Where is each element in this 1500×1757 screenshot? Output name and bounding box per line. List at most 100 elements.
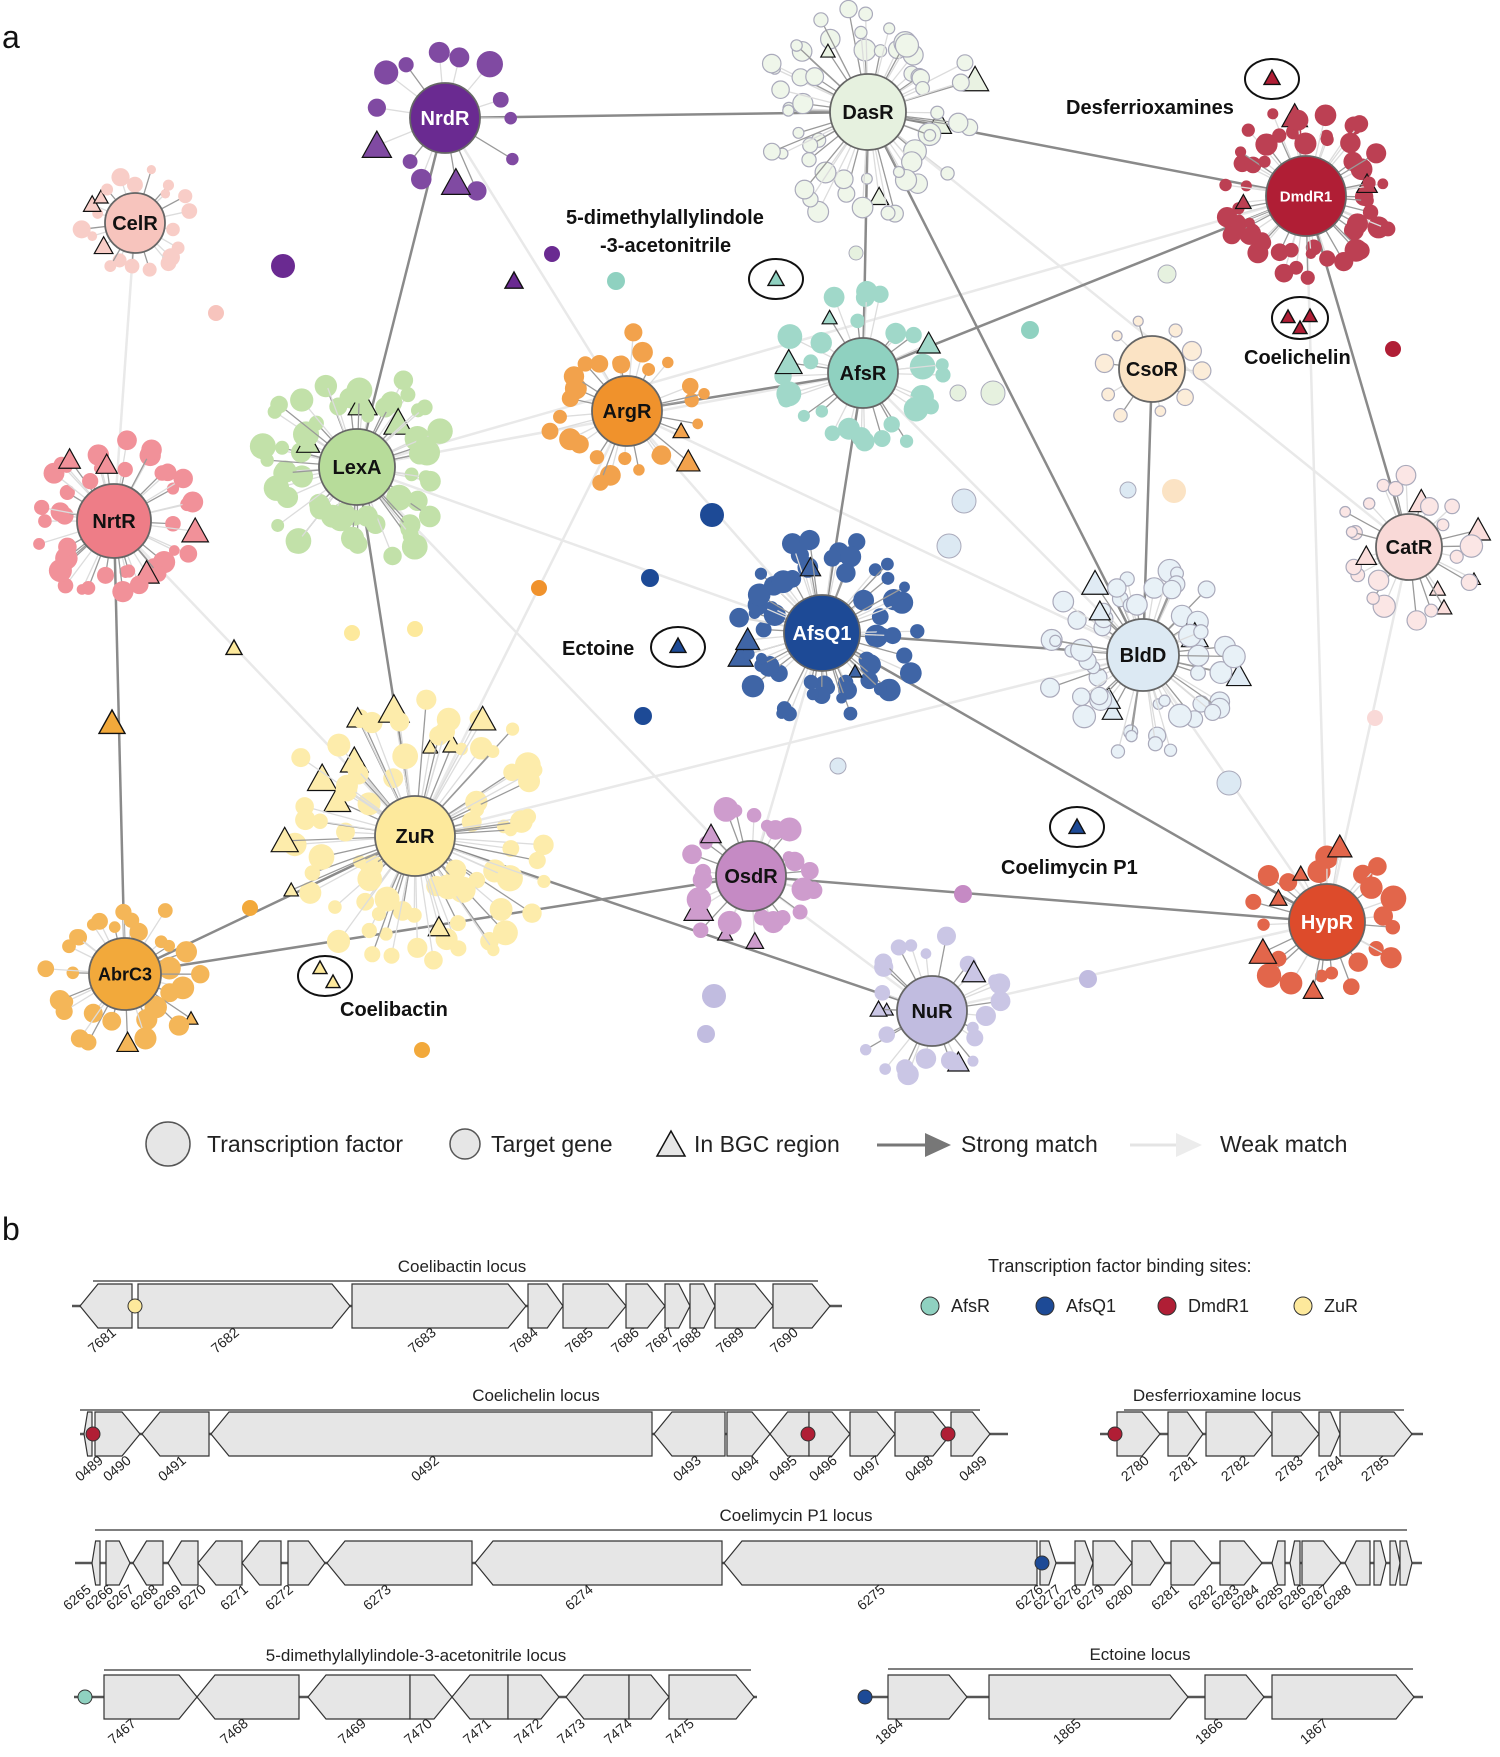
target-gene-node	[894, 33, 920, 58]
target-gene-node	[762, 142, 781, 161]
target-gene-node	[291, 748, 311, 768]
transcription-factor-label: CelR	[112, 213, 158, 235]
bgc-target-marker	[1302, 979, 1325, 999]
target-gene-node	[83, 1003, 103, 1023]
target-gene-node	[853, 38, 877, 62]
target-gene-node	[304, 865, 321, 881]
target-gene-node	[800, 861, 819, 880]
transcription-factor-node	[827, 337, 899, 409]
target-gene-node	[168, 545, 180, 556]
target-gene-node	[1419, 497, 1439, 516]
transcription-factor-node	[1106, 618, 1180, 692]
weak-edge	[356, 466, 752, 877]
target-gene-node	[346, 758, 364, 776]
target-gene-node	[418, 505, 441, 528]
target-gene-node	[112, 581, 134, 603]
gene-arrow	[103, 1674, 198, 1720]
target-gene-node	[1197, 580, 1216, 599]
gene-arrow	[105, 1540, 131, 1586]
gene-arrow	[714, 1283, 774, 1329]
gene-number: 0494	[728, 1452, 762, 1484]
gene-number: 7474	[601, 1715, 635, 1747]
target-gene-node	[270, 395, 288, 414]
shared-target-node	[949, 384, 967, 402]
target-gene-node	[374, 886, 400, 912]
target-gene-node	[823, 286, 845, 308]
afsr-site-icon	[920, 1296, 940, 1316]
gene-number: 7468	[217, 1715, 251, 1747]
bgc-target-marker	[324, 973, 342, 989]
target-gene-node	[1387, 480, 1404, 497]
target-gene-node	[327, 733, 351, 757]
bgc-target-marker	[468, 705, 497, 731]
target-gene-node	[777, 817, 802, 842]
target-gene-node	[695, 863, 712, 880]
target-gene-node	[1244, 217, 1255, 229]
bgc-target-marker	[1088, 599, 1112, 621]
bgc-target-marker	[1101, 699, 1124, 720]
target-gene-node	[1272, 128, 1287, 143]
target-gene-node	[776, 381, 802, 407]
gene-number: 2783	[1272, 1452, 1306, 1484]
target-gene-node	[1373, 906, 1394, 926]
target-gene-node	[191, 964, 210, 984]
gene-number: 0492	[408, 1452, 442, 1484]
target-gene-node	[154, 465, 170, 481]
target-gene-node	[873, 430, 891, 447]
panel-b-letter: b	[2, 1211, 20, 1247]
target-gene-node	[1072, 704, 1097, 729]
locus-title: Ectoine locus	[1089, 1645, 1190, 1664]
target-gene-node	[179, 544, 198, 563]
gene-arrow	[849, 1411, 896, 1457]
binding-site-marker	[85, 1426, 101, 1442]
target-gene-node	[1287, 109, 1309, 131]
target-gene-node	[806, 688, 819, 701]
desferrioxamines-highlight	[1244, 58, 1300, 100]
target-gene-node	[124, 258, 140, 274]
target-gene-node	[592, 474, 609, 491]
target-gene-node	[104, 260, 117, 273]
target-gene-node	[407, 490, 428, 512]
bgc-target-marker	[675, 448, 701, 472]
target-gene-node	[1300, 270, 1315, 285]
target-gene-node	[805, 67, 825, 87]
target-gene-node	[859, 1043, 872, 1056]
transcription-factor-node	[409, 82, 481, 154]
target-gene-node	[38, 514, 52, 528]
target-gene-node	[884, 627, 902, 645]
transcription-factor-node	[76, 483, 152, 559]
target-gene-node	[367, 98, 386, 117]
target-gene-node	[791, 877, 815, 901]
target-gene-node	[427, 418, 453, 444]
target-gene-node	[379, 927, 393, 941]
target-gene-node	[318, 375, 333, 389]
target-gene-node	[175, 941, 197, 963]
shared-target-node	[1216, 770, 1242, 796]
gene-number: 7471	[460, 1715, 494, 1747]
panel-a-letter: a	[2, 19, 20, 55]
target-gene-node	[975, 1005, 996, 1026]
gene-arrow	[1092, 1540, 1133, 1586]
target-gene-node	[541, 422, 559, 440]
bgc-target-marker	[799, 556, 822, 577]
bgc-target-marker	[1234, 193, 1253, 210]
bgc-target-marker	[1268, 888, 1288, 906]
afsq1-site-label: AfsQ1	[1066, 1296, 1116, 1316]
gene-arrow	[1339, 1411, 1413, 1457]
target-gene-node	[860, 671, 879, 690]
target-gene-node	[1279, 873, 1298, 892]
transcription-factor-label: AfsQ1	[793, 623, 852, 645]
target-gene-node	[754, 567, 768, 580]
transcription-factor-node	[1265, 155, 1347, 237]
bgc-target-marker	[821, 309, 839, 325]
gene-number: 0497	[850, 1452, 884, 1484]
target-gene-node	[336, 822, 355, 842]
shared-target-node	[271, 254, 295, 278]
target-gene-node	[873, 44, 888, 58]
target-gene-node	[784, 851, 805, 872]
bgc-target-marker	[1248, 937, 1278, 964]
target-gene-node	[487, 943, 500, 957]
gene-arrow	[91, 1540, 101, 1586]
coelimycin-highlight	[1049, 806, 1105, 848]
target-gene-node	[880, 205, 896, 221]
